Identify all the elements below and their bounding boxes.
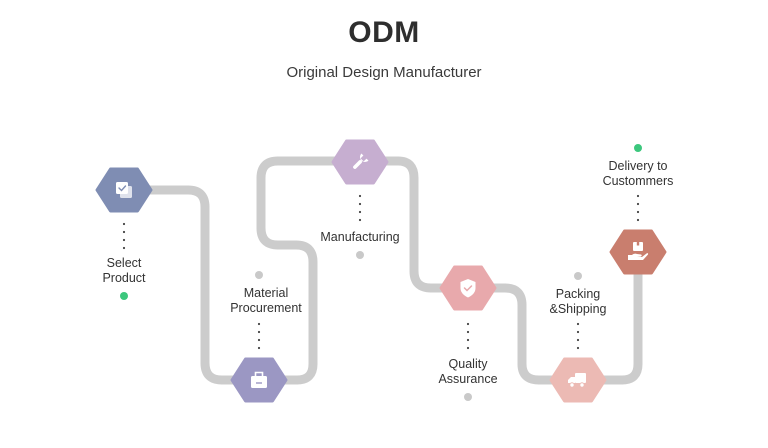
connector-select-product: [122, 222, 126, 250]
label-material-procurement: Material Procurement: [196, 286, 336, 316]
dotted-connectors: [122, 194, 640, 350]
marker-dot-material: [255, 271, 263, 279]
label-line: Custommers: [602, 174, 674, 188]
checkbox-stack-icon: [116, 182, 132, 198]
label-line: Quality: [448, 357, 488, 371]
end-dot: [634, 144, 642, 152]
connector-quality-assurance: [466, 322, 470, 350]
label-delivery: Delivery to Custommers: [568, 159, 708, 189]
label-line: Product: [102, 271, 146, 285]
hexagon-delivery: [609, 229, 667, 275]
process-path: [119, 156, 643, 385]
start-dot: [120, 292, 128, 300]
label-line: Material: [243, 286, 289, 300]
marker-dot-quality: [464, 393, 472, 401]
label-packing-shipping: Packing &Shipping: [508, 287, 648, 317]
shopping-bag-icon: [251, 371, 267, 388]
page-title: ODM: [348, 16, 420, 49]
connector-packing-shipping: [576, 322, 580, 350]
marker-dot-packing: [574, 272, 582, 280]
label-line: Packing: [555, 287, 601, 301]
label-quality-assurance: Quality Assurance: [398, 357, 538, 387]
shield-check-icon: [460, 279, 476, 298]
label-line: Manufacturing: [320, 230, 400, 244]
label-line: Delivery to: [608, 159, 668, 173]
label-line: Assurance: [438, 372, 498, 386]
label-line: Select: [106, 256, 142, 270]
page-subtitle: Original Design Manufacturer: [286, 64, 482, 81]
wrench-icon: [353, 153, 369, 169]
label-select-product: Select Product: [54, 256, 194, 286]
connector-material-procurement: [257, 322, 261, 350]
label-line: Procurement: [230, 301, 302, 315]
truck-icon: [568, 373, 586, 388]
label-manufacturing: Manufacturing: [290, 230, 430, 245]
connector-manufacturing: [358, 194, 362, 222]
marker-dot-manufacturing: [356, 251, 364, 259]
hand-box-icon: [628, 242, 649, 260]
label-line: &Shipping: [549, 302, 607, 316]
connector-delivery: [636, 194, 640, 222]
